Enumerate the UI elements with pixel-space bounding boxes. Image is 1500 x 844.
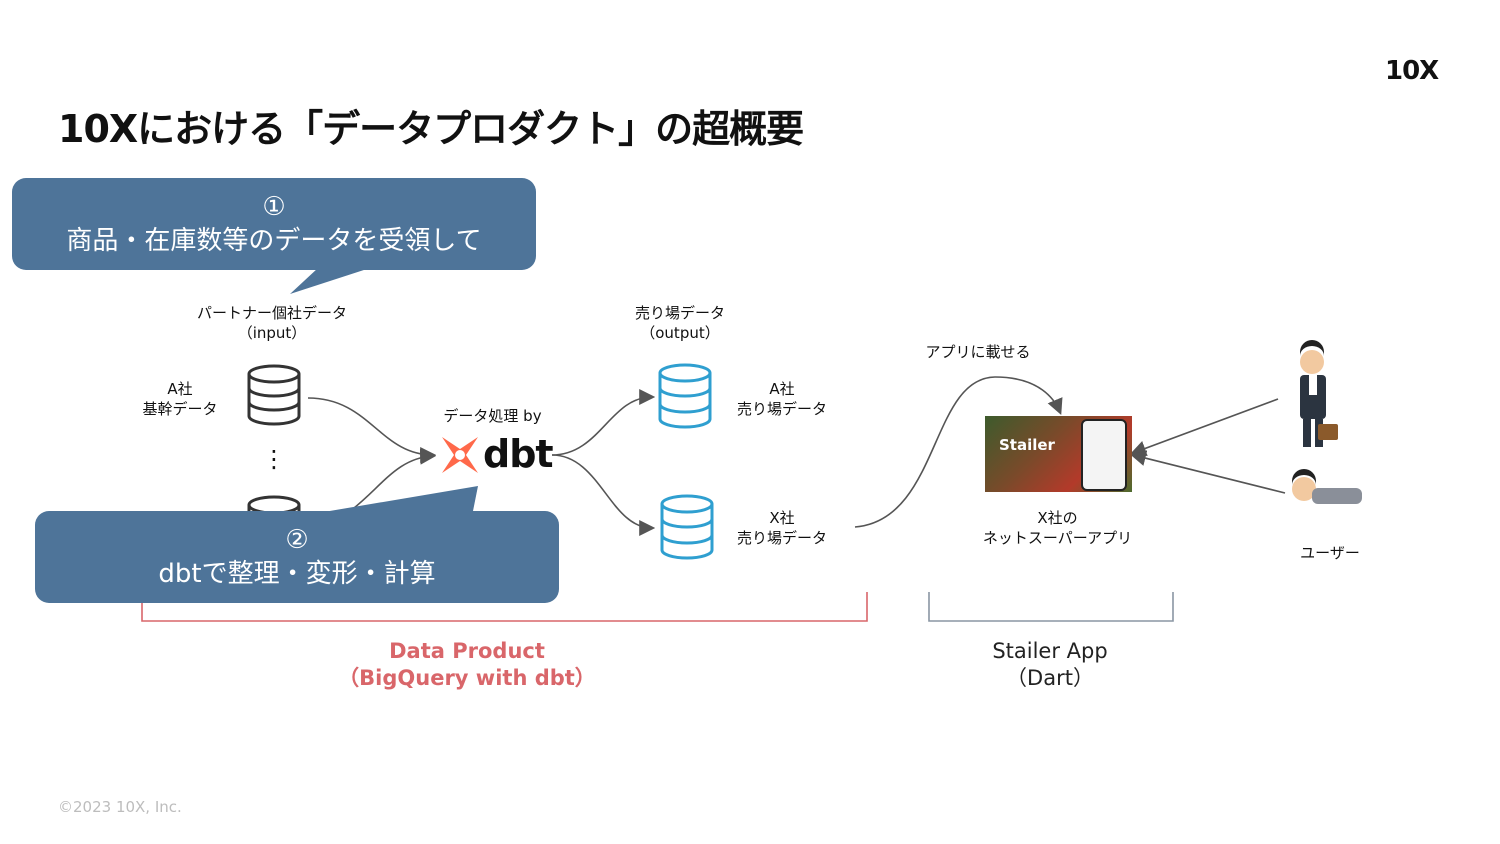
callout-text: 商品・在庫数等のデータを受領して bbox=[66, 226, 482, 256]
callout-step-number: ① bbox=[262, 192, 286, 222]
page-title: 10Xにおける「データプロダクト」の超概要 bbox=[58, 107, 804, 151]
connector-user2-to-app bbox=[1129, 450, 1286, 494]
dbt-wordmark: dbt bbox=[483, 432, 554, 476]
dbt-caption: データ処理 by bbox=[443, 407, 542, 425]
callout-receive-data: ① 商品・在庫数等のデータを受領して bbox=[12, 178, 536, 270]
connector-dbt-to-output-a bbox=[551, 389, 656, 456]
app-screenshot-title: Stailer bbox=[999, 436, 1055, 454]
stailer-app-label: Stailer App （Dart） bbox=[950, 638, 1150, 692]
app-label-company: X社の bbox=[1037, 509, 1078, 527]
database-icon-output-x bbox=[660, 494, 714, 560]
connector-user1-to-app bbox=[1130, 398, 1279, 457]
users-label: ユーザー bbox=[1300, 544, 1360, 562]
connector-dbt-to-output-x bbox=[551, 454, 656, 536]
connector-input-a-to-dbt bbox=[307, 397, 437, 463]
database-icon-output-a bbox=[658, 363, 712, 429]
callout-receive-data-tail bbox=[290, 268, 370, 294]
app-phone-icon bbox=[1081, 419, 1127, 491]
database-icon-input-a bbox=[247, 364, 301, 426]
bracket-data-product bbox=[141, 592, 868, 622]
input-header-title: パートナー個社データ bbox=[196, 304, 347, 322]
callout-transform: ② dbtで整理・変形・計算 bbox=[35, 511, 559, 603]
output-a-label: A社 売り場データ bbox=[722, 379, 842, 419]
app-label-description: ネットスーパーアプリ bbox=[982, 529, 1133, 547]
connector-output-to-app bbox=[854, 376, 1063, 528]
user-lying-icon bbox=[1292, 469, 1362, 504]
input-a-label: A社 基幹データ bbox=[120, 379, 240, 419]
output-header: 売り場データ （output） bbox=[580, 303, 780, 343]
copyright-footer: ©2023 10X, Inc. bbox=[58, 798, 182, 816]
output-header-title: 売り場データ bbox=[634, 304, 725, 322]
bracket-stailer-app bbox=[928, 592, 1174, 622]
callout-dbt-tail bbox=[300, 486, 478, 516]
app-screenshot: Stailer bbox=[985, 416, 1132, 492]
output-header-subtitle: （output） bbox=[640, 324, 720, 342]
app-arrow-label: アプリに載せる bbox=[925, 343, 1031, 361]
output-x-label: X社 売り場データ bbox=[722, 508, 842, 548]
input-a-description: 基幹データ bbox=[142, 400, 218, 418]
input-ellipsis: ⋮ bbox=[262, 445, 286, 473]
dbt-logo-icon bbox=[442, 437, 478, 473]
input-header: パートナー個社データ （input） bbox=[172, 303, 372, 343]
data-product-subtitle: （BigQuery with dbt） bbox=[338, 666, 596, 690]
flow-connectors bbox=[307, 376, 1286, 536]
output-x-company: X社 bbox=[769, 509, 795, 527]
stailer-app-title: Stailer App bbox=[992, 639, 1108, 663]
output-a-description: 売り場データ bbox=[736, 400, 827, 418]
output-x-description: 売り場データ bbox=[736, 529, 827, 547]
callout-step-number: ② bbox=[285, 525, 309, 555]
callout-text: dbtで整理・変形・計算 bbox=[158, 559, 436, 589]
data-product-title: Data Product bbox=[389, 639, 545, 663]
data-product-label: Data Product （BigQuery with dbt） bbox=[300, 638, 634, 692]
stailer-app-subtitle: （Dart） bbox=[1006, 666, 1094, 690]
input-header-subtitle: （input） bbox=[237, 324, 307, 342]
input-a-company: A社 bbox=[167, 380, 193, 398]
output-a-company: A社 bbox=[769, 380, 795, 398]
app-label: X社の ネットスーパーアプリ bbox=[960, 508, 1155, 548]
user-businessman-icon bbox=[1300, 340, 1338, 447]
company-logo: 10X bbox=[1385, 56, 1439, 86]
